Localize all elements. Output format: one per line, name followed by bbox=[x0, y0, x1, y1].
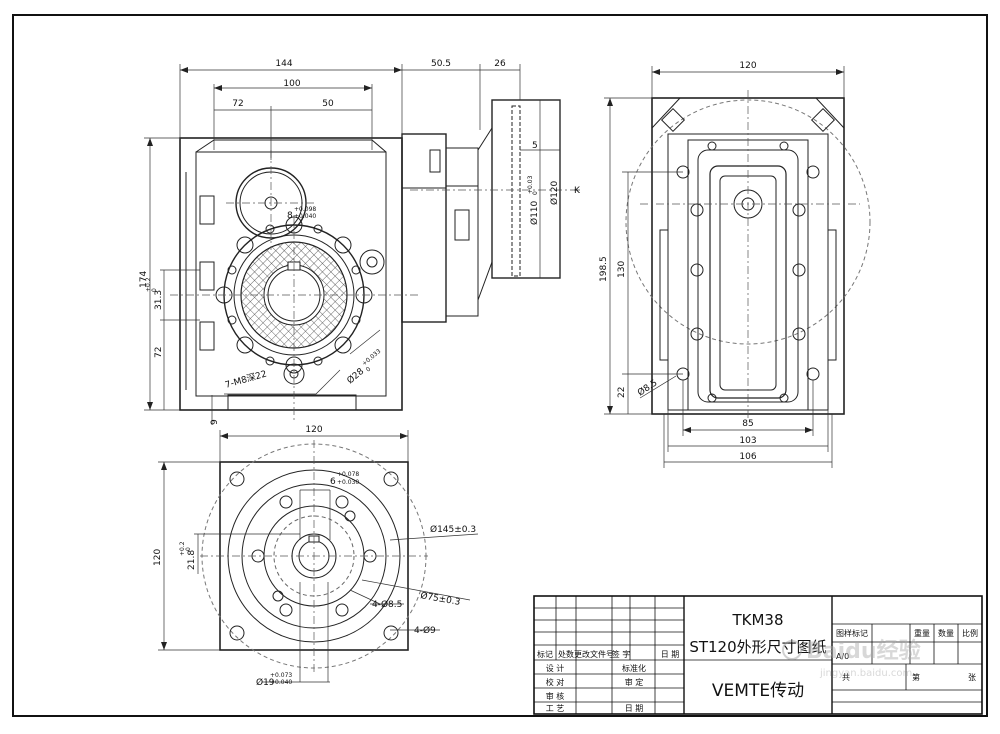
dim-left-offset: 72 bbox=[232, 99, 243, 109]
header-weight: 重量 bbox=[914, 628, 930, 638]
dim-flange-thickness: 26 bbox=[494, 59, 506, 69]
dim-spigot: Ø110 bbox=[529, 200, 540, 225]
model-name: TKM38 bbox=[731, 611, 783, 629]
dim-key-height: 21.8 bbox=[187, 550, 197, 570]
scale-marker: A/0 bbox=[836, 652, 849, 661]
rev-header-count: 处数 bbox=[558, 649, 574, 659]
dim-right-offset: 50 bbox=[322, 99, 334, 109]
rev-header-docno: 更改文件号 bbox=[574, 649, 614, 659]
dim-input-key: 8 bbox=[287, 211, 293, 221]
approval-date: 日 期 bbox=[625, 704, 644, 713]
dim-key-width: 6 bbox=[330, 477, 336, 487]
dim-bottom-gap: 9 bbox=[210, 419, 220, 425]
dim-bore-tol-top: +0.033 bbox=[361, 348, 383, 368]
dim-center-tol-bot: 0 bbox=[151, 288, 158, 292]
dim-key-tol-top: +0.2 bbox=[179, 541, 186, 556]
front-view bbox=[144, 64, 580, 425]
header-drawing-mark: 图样标记 bbox=[836, 628, 868, 638]
dim-input-key-tol-bot: +0.040 bbox=[294, 213, 316, 220]
dim-flange-width: 120 bbox=[305, 425, 322, 435]
dim-bolt-span: 100 bbox=[283, 79, 300, 89]
dim-center-tol-top: +0.2 bbox=[145, 277, 152, 292]
header-scale: 比例 bbox=[962, 628, 978, 638]
rev-header-sign: 签 字 bbox=[612, 649, 631, 659]
dim-bottom-offset: 22 bbox=[617, 387, 627, 398]
dim-flange-step: 5 bbox=[532, 141, 538, 151]
dim-pcd-outer: Ø145±0.3 bbox=[430, 524, 476, 535]
corner-holes-note: 4-Ø9 bbox=[414, 625, 436, 636]
dim-flange-length: 50.5 bbox=[431, 59, 451, 69]
watermark-url: jingyan.baidu.com bbox=[819, 668, 912, 679]
sheet-total-label: 共 bbox=[842, 673, 850, 682]
dim-input-key-tol-top: +0.098 bbox=[294, 206, 316, 213]
role-review: 审 核 bbox=[546, 691, 565, 701]
dim-key-width-tol-top: +0.078 bbox=[337, 471, 359, 478]
dim-bore-tol-bot: 0 bbox=[365, 366, 373, 374]
front-view-dimensions: 144 100 72 50 50.5 26 5 K Ø110 +0.03 0 Ø… bbox=[139, 59, 581, 425]
header-qty: 数量 bbox=[938, 628, 954, 638]
rev-header-mark: 标记 bbox=[537, 649, 553, 659]
dim-output-bore-tol-top: +0.073 bbox=[270, 672, 292, 679]
dim-center-height: 72 bbox=[154, 347, 164, 358]
company-name: VEMTE传动 bbox=[712, 681, 804, 701]
dim-height: 174 bbox=[139, 271, 149, 288]
dim-center-offset: 31.3 bbox=[154, 290, 164, 310]
section-mark: K bbox=[574, 186, 581, 196]
role-design: 设 计 bbox=[546, 663, 565, 673]
watermark-logo: Baidu经验 bbox=[806, 638, 921, 664]
dim-side-height: 198.5 bbox=[599, 256, 609, 282]
dim-bore: Ø28 bbox=[345, 366, 366, 387]
dim-side-hole: Ø8.5 bbox=[636, 377, 660, 398]
dim-flange-height: 120 bbox=[153, 549, 163, 566]
dim-key-width-tol-bot: +0.030 bbox=[337, 479, 359, 486]
baidu-watermark: Baidu经验 jingyan.baidu.com bbox=[782, 638, 921, 679]
sheet-border bbox=[12, 14, 988, 717]
dim-hole-span-h: 85 bbox=[742, 419, 753, 429]
dim-side-width: 120 bbox=[739, 61, 756, 71]
tapped-holes-note: 7-M8深22 bbox=[224, 368, 268, 390]
dim-spigot-tol-bot: 0 bbox=[532, 191, 539, 195]
side-view bbox=[604, 66, 871, 468]
dim-hole-span-v: 130 bbox=[617, 261, 627, 278]
title-block bbox=[533, 595, 983, 715]
sheet-no-label: 第 bbox=[912, 672, 920, 682]
dim-output-bore-tol-bot: +0.040 bbox=[270, 679, 292, 686]
rev-header-date: 日 期 bbox=[661, 650, 680, 659]
sheet-unit-label: 张 bbox=[968, 673, 976, 682]
dim-spigot-tol-top: +0.03 bbox=[527, 175, 534, 194]
dim-base-width: 103 bbox=[739, 436, 756, 446]
role-check: 校 对 bbox=[546, 677, 565, 687]
dim-foot-width: 106 bbox=[739, 452, 756, 462]
inner-holes-note: 4-Ø8.5 bbox=[372, 599, 402, 610]
role-process: 工 艺 bbox=[546, 704, 565, 713]
dim-flange-dia: Ø120 bbox=[549, 180, 560, 205]
dim-key-tol-bot: 0 bbox=[185, 547, 192, 551]
flange-view bbox=[158, 430, 479, 683]
approval-final: 审 定 bbox=[625, 677, 644, 687]
title-block-text: TKM38 ST120外形尺寸图纸 VEMTE传动 A/0 标记 处数 更改文件… bbox=[537, 611, 978, 713]
approval-standard: 标准化 bbox=[622, 663, 646, 673]
dim-overall-width: 144 bbox=[275, 59, 292, 69]
drawing-title: ST120外形尺寸图纸 bbox=[689, 638, 826, 656]
dim-output-bore: Ø19 bbox=[256, 677, 275, 688]
flange-view-dimensions: 120 120 21.8 +0.2 0 6 +0.078 +0.030 Ø145… bbox=[153, 425, 476, 688]
dim-pcd-inner: Ø75±0.3 bbox=[419, 590, 461, 608]
